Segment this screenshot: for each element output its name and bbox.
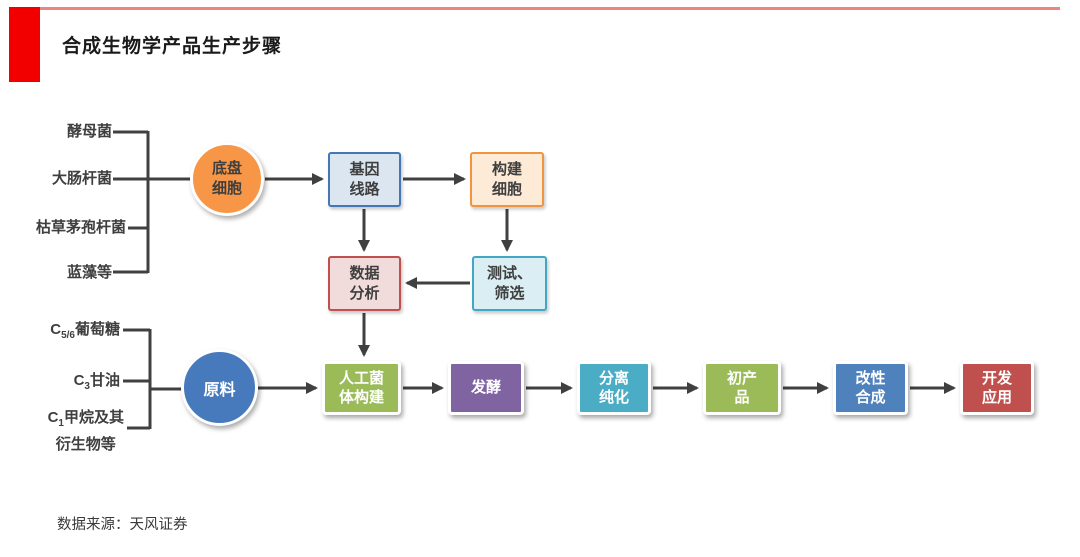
step-fermentation: 发酵 <box>448 361 524 415</box>
input-label-glycerol: C3甘油 <box>74 371 120 397</box>
step-primary-product: 初产 品 <box>703 361 781 415</box>
carbon-symbol: C <box>47 409 59 426</box>
input-label-glucose: C5/6葡萄糖 <box>50 320 120 346</box>
carbon-symbol: C <box>73 372 85 389</box>
input-label-methane: C1甲烷及其 衍生物等 <box>48 407 124 455</box>
page-title: 合成生物学产品生产步骤 <box>62 36 283 57</box>
brand-accent-block <box>9 7 40 82</box>
step-test-screen: 测试、 筛选 <box>472 256 547 311</box>
substrate-line2: 衍生物等 <box>55 436 116 453</box>
header-rule-line <box>40 7 1060 10</box>
input-label-ecoli: 大肠杆菌 <box>51 170 112 187</box>
substrate-line1: C1甲烷及其 <box>48 407 124 434</box>
hub-chassis-cell: 底盘 细胞 <box>190 142 264 216</box>
data-source-note: 数据来源：天风证券 <box>57 517 188 533</box>
step-data-analysis: 数据 分析 <box>328 256 401 311</box>
step-modification-synthesis: 改性 合成 <box>833 361 908 415</box>
hub-raw-material: 原料 <box>181 349 258 426</box>
input-label-bacillus: 枯草茅孢杆菌 <box>35 219 126 236</box>
input-label-cyanobacteria: 蓝藻等 <box>66 264 112 281</box>
carbon-subscript: 1 <box>58 418 64 429</box>
step-development-application: 开发 应用 <box>960 361 1034 415</box>
carbon-symbol: C <box>50 321 62 338</box>
carbon-subscript: 3 <box>84 381 90 392</box>
step-separation-purification: 分离 纯化 <box>577 361 651 415</box>
substrate-name: 甲烷及其 <box>63 409 124 426</box>
step-gene-circuit: 基因 线路 <box>328 152 401 207</box>
substrate-name: 葡萄糖 <box>74 321 120 338</box>
step-build-cell: 构建 细胞 <box>470 152 544 207</box>
step-engineered-strain: 人工菌 体构建 <box>322 361 401 415</box>
input-label-yeast: 酵母菌 <box>66 123 112 140</box>
carbon-subscript: 5/6 <box>61 330 75 341</box>
substrate-name: 甘油 <box>89 372 120 389</box>
